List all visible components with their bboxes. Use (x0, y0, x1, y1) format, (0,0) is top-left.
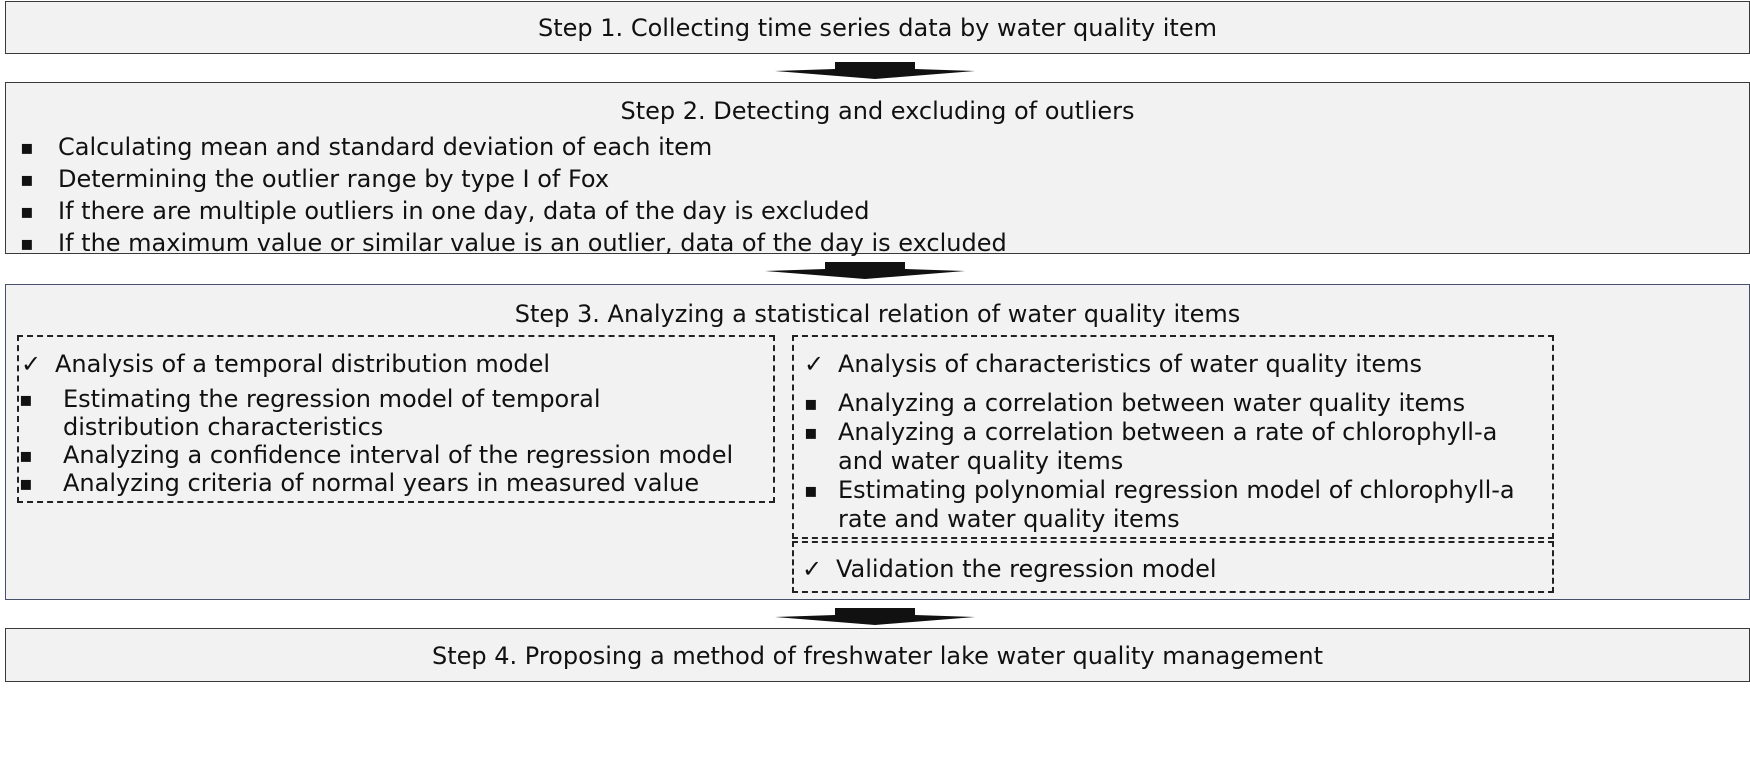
validation-heading-text: Validation the regression model (836, 555, 1217, 583)
step2-item: Determining the outlier range by type Ⅰ … (14, 163, 1007, 195)
characteristics-item: Analyzing a correlation between water qu… (798, 389, 1548, 418)
step3-box: Step 3. Analyzing a statistical relation… (5, 284, 1750, 600)
temporal-item: Analyzing a confidence interval of the r… (13, 441, 743, 469)
validation-panel: ✓ Validation the regression model (792, 541, 1554, 593)
characteristics-item: Analyzing a correlation between a rate o… (798, 418, 1548, 476)
validation-heading: ✓ Validation the regression model (802, 554, 1217, 584)
step2-item: If there are multiple outliers in one da… (14, 195, 1007, 227)
down-arrow-2 (765, 262, 965, 279)
temporal-model-heading: ✓ Analysis of a temporal distribution mod… (21, 349, 550, 379)
step1-box: Step 1. Collecting time series data by w… (5, 1, 1750, 54)
down-arrow-1 (775, 62, 975, 79)
characteristics-heading-text: Analysis of characteristics of water qua… (838, 350, 1423, 378)
temporal-model-panel: ✓ Analysis of a temporal distribution mod… (17, 335, 775, 503)
step4-box: Step 4. Proposing a method of freshwater… (5, 628, 1750, 682)
temporal-item: Estimating the regression model of tempo… (13, 385, 743, 441)
characteristics-panel: ✓ Analysis of characteristics of water qu… (792, 335, 1554, 539)
characteristics-item: Estimating polynomial regression model o… (798, 476, 1548, 534)
check-icon: ✓ (804, 350, 825, 378)
step3-title: Step 3. Analyzing a statistical relation… (514, 300, 1241, 328)
step2-item: Calculating mean and standard deviation … (14, 131, 1007, 163)
temporal-model-list: Estimating the regression model of tempo… (13, 385, 743, 497)
down-arrow-3 (775, 608, 975, 625)
step2-list: Calculating mean and standard deviation … (14, 131, 1007, 259)
step2-title: Step 2. Detecting and excluding of outli… (620, 97, 1135, 125)
characteristics-heading: ✓ Analysis of characteristics of water qu… (804, 349, 1422, 379)
check-icon: ✓ (802, 555, 823, 583)
temporal-item: Analyzing criteria of normal years in me… (13, 469, 743, 497)
step4-title: Step 4. Proposing a method of freshwater… (431, 642, 1324, 670)
step2-box: Step 2. Detecting and excluding of outli… (5, 82, 1750, 259)
check-icon: ✓ (21, 350, 42, 378)
step1-title: Step 1. Collecting time series data by w… (538, 14, 1217, 42)
step2-item: If the maximum value or similar value is… (14, 227, 1007, 259)
temporal-model-heading-text: Analysis of a temporal distribution mode… (55, 350, 551, 378)
characteristics-list: Analyzing a correlation between water qu… (798, 389, 1548, 534)
